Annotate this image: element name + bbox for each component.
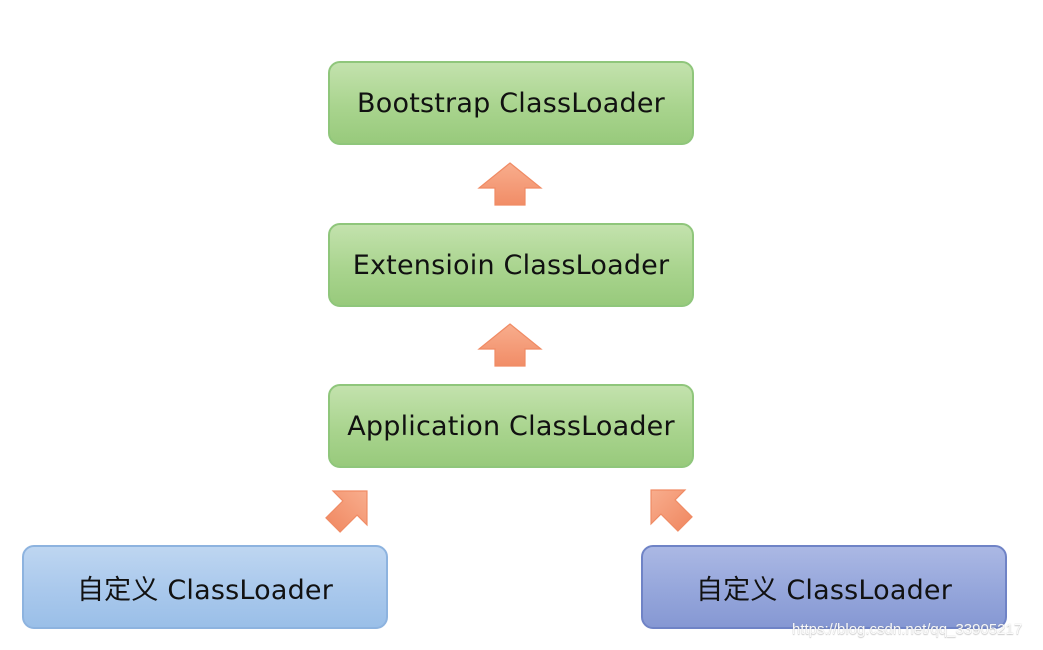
watermark-url: https://blog.csdn.net/qq_33905217 [792, 621, 1023, 638]
application-classloader-node: Application ClassLoader [328, 384, 694, 468]
application-to-extension-arrow [477, 323, 543, 367]
custom-left-to-application-arrow [325, 490, 368, 533]
bootstrap-classloader-label: Bootstrap ClassLoader [357, 87, 665, 119]
bootstrap-classloader-node: Bootstrap ClassLoader [328, 61, 694, 145]
up-arrow-icon [477, 323, 543, 367]
custom-classloader-left-label: 自定义 ClassLoader [76, 574, 334, 606]
diagonal-up-left-arrow-icon [650, 489, 693, 532]
custom-classloader-left-node: 自定义 ClassLoader [22, 545, 388, 629]
extension-classloader-label: Extensioin ClassLoader [352, 249, 670, 281]
application-classloader-label: Application ClassLoader [347, 410, 675, 442]
diagonal-up-right-arrow-icon [325, 490, 368, 533]
up-arrow-icon [477, 162, 543, 206]
custom-right-to-application-arrow [650, 489, 693, 532]
extension-classloader-node: Extensioin ClassLoader [328, 223, 694, 307]
custom-classloader-right-label: 自定义 ClassLoader [695, 574, 953, 606]
custom-classloader-right-node: 自定义 ClassLoader [641, 545, 1007, 629]
extension-to-bootstrap-arrow [477, 162, 543, 206]
